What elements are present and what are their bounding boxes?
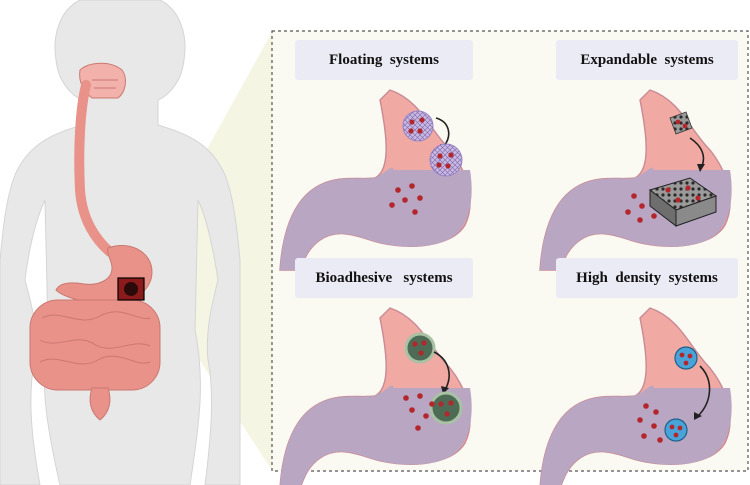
bioadhesive-capsule-end [429, 391, 463, 425]
floating-arrow [435, 117, 450, 147]
high-density-systems-label: High density systems [556, 258, 738, 298]
bioadhesive-capsule-start [404, 332, 436, 364]
high-density-capsule-end [664, 418, 688, 442]
gi-tract [29, 62, 161, 421]
bioadhesive-arrow [433, 351, 450, 389]
high-density-capsule-start [674, 346, 698, 370]
floating-capsule-start [402, 110, 434, 142]
expandable-device-large [648, 177, 718, 228]
floating-systems-label: Floating systems [295, 40, 473, 80]
expandable-arrow [689, 137, 705, 167]
expandable-systems-label: Expandable systems [556, 40, 738, 80]
bioadhesive-released-drug [403, 393, 435, 431]
expandable-released-drug [625, 193, 657, 223]
esophagus [74, 80, 115, 257]
intestines [29, 299, 161, 421]
high-density-arrow [697, 365, 711, 417]
floating-capsule-end [429, 143, 463, 177]
floating-released-drug [389, 183, 423, 215]
high-density-released-drug [637, 403, 663, 443]
expandable-device-small [669, 111, 693, 135]
bioadhesive-systems-label: Bioadhesive systems [295, 258, 473, 298]
